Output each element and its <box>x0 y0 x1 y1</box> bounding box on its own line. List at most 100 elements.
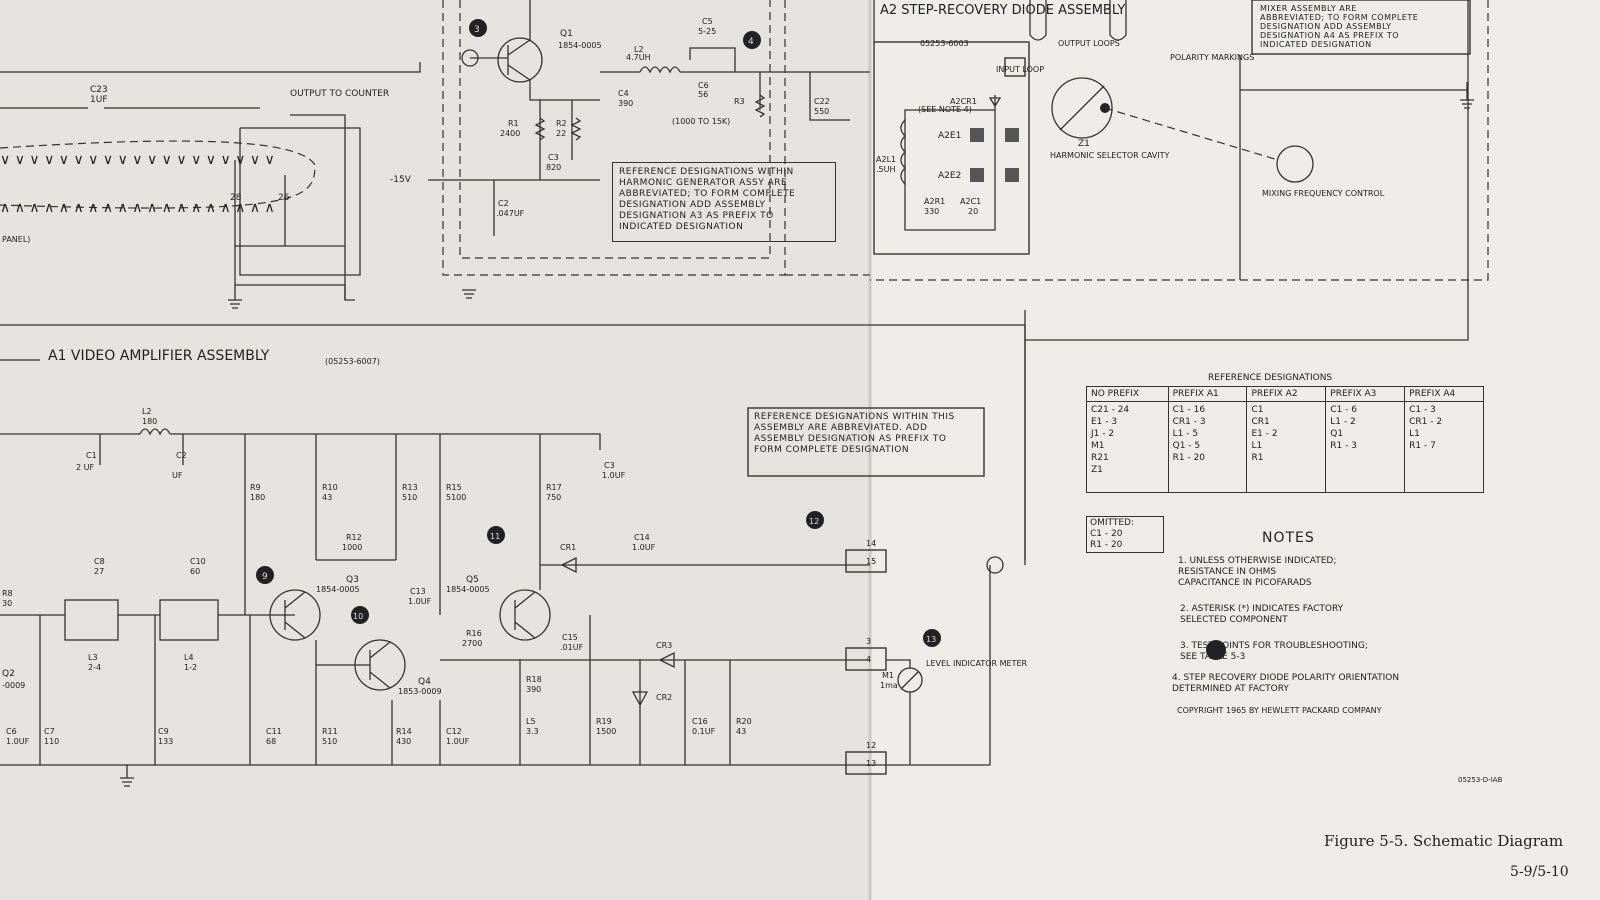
svg-text:1.0UF: 1.0UF <box>602 471 626 480</box>
left-page <box>0 0 870 900</box>
svg-text:1500: 1500 <box>596 727 616 736</box>
svg-text:M1: M1 <box>882 671 894 680</box>
svg-text:R8: R8 <box>2 589 13 598</box>
svg-text:5-25: 5-25 <box>698 27 716 36</box>
svg-text:4.7UH: 4.7UH <box>626 53 651 62</box>
svg-text:12: 12 <box>866 741 876 750</box>
svg-text:OUTPUT LOOPS: OUTPUT LOOPS <box>1058 39 1120 48</box>
r1-zigzag <box>534 117 546 141</box>
svg-text:C23: C23 <box>90 85 108 95</box>
tp3-label: 3 <box>474 25 480 35</box>
svg-text:HARMONIC SELECTOR CAVITY: HARMONIC SELECTOR CAVITY <box>1050 151 1170 160</box>
a2e2-block-b <box>1005 168 1019 182</box>
cr2-diode <box>631 691 649 707</box>
tp4-label: 4 <box>748 37 754 47</box>
a2cr1-diode <box>988 97 1002 108</box>
svg-text:C10: C10 <box>190 557 206 566</box>
a1-test-points: 9 10 11 12 13 <box>256 511 941 647</box>
svg-text:(1000 TO 15K): (1000 TO 15K) <box>672 117 730 126</box>
svg-text:C3: C3 <box>604 461 615 470</box>
l3-network <box>64 599 119 641</box>
svg-text:390: 390 <box>526 685 541 694</box>
svg-text:INPUT LOOP: INPUT LOOP <box>996 65 1044 74</box>
svg-text:3: 3 <box>866 637 871 646</box>
q1-symbol <box>497 37 543 83</box>
svg-text:.5UH: .5UH <box>876 165 896 174</box>
q4-symbol <box>354 639 406 691</box>
z1-arrow <box>1059 85 1105 131</box>
svg-text:12: 12 <box>809 517 819 526</box>
svg-text:UF: UF <box>172 471 183 480</box>
svg-text:C5: C5 <box>702 17 713 26</box>
svg-text:R18: R18 <box>526 675 542 684</box>
harmonic-note: REFERENCE DESIGNATIONS WITHIN HARMONIC G… <box>612 162 836 242</box>
a2e2-block <box>970 168 984 182</box>
mechanical-link <box>1104 107 1279 161</box>
svg-text:R14: R14 <box>396 727 412 736</box>
coax-jack <box>986 556 1004 574</box>
ground-symbol <box>120 765 134 787</box>
l2-coil <box>639 66 681 74</box>
svg-text:CR3: CR3 <box>656 641 672 650</box>
svg-text:A2E1: A2E1 <box>938 131 961 141</box>
cell-prefix-a1: C1 - 16 CR1 - 3 L1 - 5 Q1 - 5 R1 - 20 <box>1167 401 1248 493</box>
a1-part: (05253-6007) <box>325 357 380 366</box>
svg-text:OUTPUT TO COUNTER: OUTPUT TO COUNTER <box>290 89 389 99</box>
svg-text:L3: L3 <box>88 653 98 662</box>
header-prefix-a4: PREFIX A4 <box>1404 386 1484 402</box>
svg-text:110: 110 <box>44 737 59 746</box>
a2l1-coil <box>900 119 906 185</box>
a1-verticals <box>99 434 541 615</box>
svg-text:1UF: 1UF <box>90 95 108 105</box>
dashed-cable <box>0 140 316 209</box>
r2-zigzag <box>570 117 582 141</box>
svg-text:28: 28 <box>230 193 242 203</box>
svg-text:2400: 2400 <box>500 129 520 138</box>
top-labels: C23 1UF OUTPUT TO COUNTER -15V PANEL) 28… <box>2 17 1385 244</box>
svg-text:1.0UF: 1.0UF <box>6 737 30 746</box>
mixer-note: MIXER ASSEMBLY ARE ABBREVIATED; TO FORM … <box>1260 4 1419 49</box>
svg-text:133: 133 <box>158 737 173 746</box>
page-number: 5-9/5-10 <box>1510 864 1569 880</box>
svg-text:5100: 5100 <box>446 493 466 502</box>
svg-text:C16: C16 <box>692 717 708 726</box>
q1-leads <box>470 39 531 81</box>
svg-text:L2: L2 <box>634 45 644 54</box>
wire-top-1 <box>0 62 421 73</box>
svg-text:26: 26 <box>278 193 290 203</box>
svg-text:20: 20 <box>968 207 978 216</box>
z1-cavity <box>1051 77 1113 139</box>
svg-text:C7: C7 <box>44 727 55 736</box>
svg-text:L2: L2 <box>142 407 152 416</box>
svg-text:330: 330 <box>924 207 939 216</box>
svg-text:.01UF: .01UF <box>560 643 584 652</box>
note-2: 2. ASTERISK (*) INDICATES FACTORY SELECT… <box>1180 604 1344 625</box>
a3-inner-boundary <box>459 0 771 259</box>
svg-text:C14: C14 <box>634 533 650 542</box>
svg-text:R20: R20 <box>736 717 752 726</box>
a1-signal-wires <box>316 564 991 766</box>
svg-text:C3: C3 <box>548 153 559 162</box>
svg-text:550: 550 <box>814 107 829 116</box>
svg-text:180: 180 <box>142 417 157 426</box>
svg-text:C9: C9 <box>158 727 169 736</box>
svg-text:CR1: CR1 <box>560 543 576 552</box>
wire-neg15v <box>428 179 600 236</box>
svg-text:2-4: 2-4 <box>88 663 101 672</box>
svg-text:PANEL): PANEL) <box>2 235 30 244</box>
svg-text:Q5: Q5 <box>466 575 479 585</box>
tp3-marker <box>469 19 487 37</box>
r3-zigzag <box>754 94 766 118</box>
q4-leads <box>369 641 391 689</box>
a2-title: A2 STEP-RECOVERY DIODE ASSEMBLY <box>880 3 1125 18</box>
svg-text:C1: C1 <box>86 451 97 460</box>
svg-text:13: 13 <box>866 759 876 768</box>
output-loops <box>1029 0 1127 41</box>
svg-text:A2C1: A2C1 <box>960 197 981 206</box>
header-prefix-a2: PREFIX A2 <box>1246 386 1327 402</box>
svg-text:C2: C2 <box>498 199 509 208</box>
svg-text:30: 30 <box>2 599 12 608</box>
svg-text:Q1: Q1 <box>560 29 573 39</box>
wire-out-counter <box>290 114 355 301</box>
